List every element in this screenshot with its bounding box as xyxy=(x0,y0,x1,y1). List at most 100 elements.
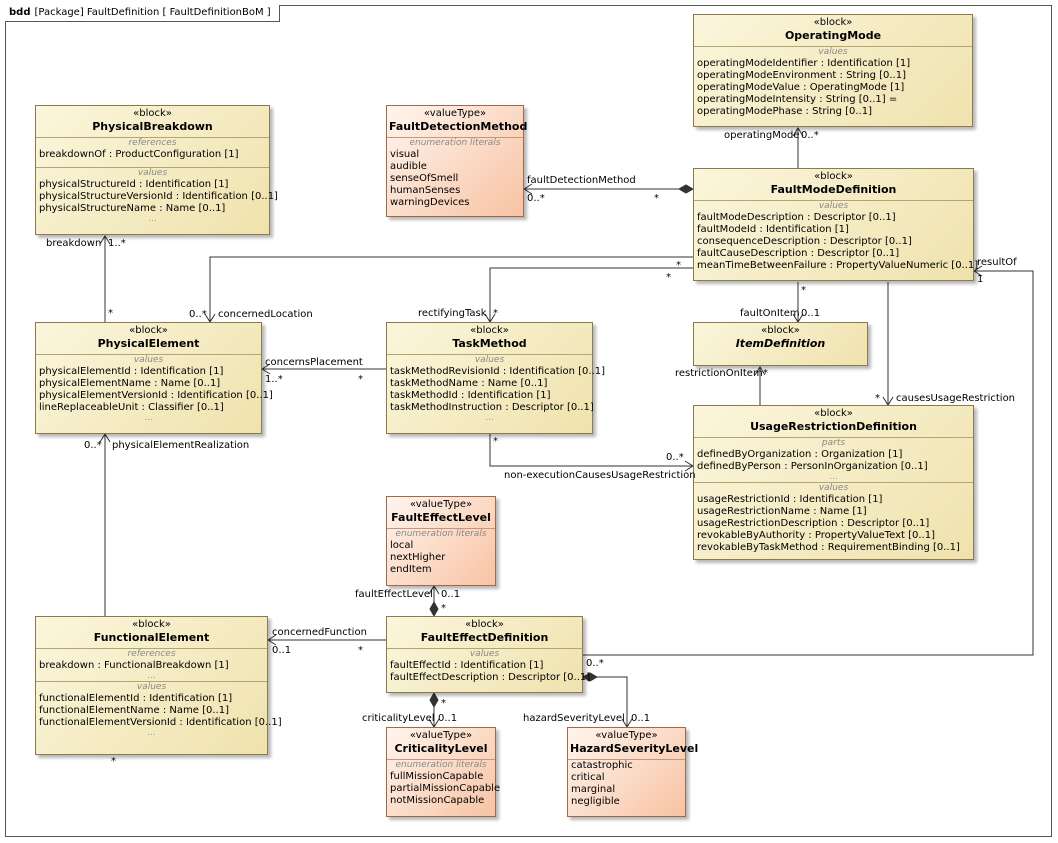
property-row: physicalStructureVersionId : Identificat… xyxy=(39,191,278,202)
property-name: usageRestrictionDescription xyxy=(697,518,838,529)
block-name: CriticalityLevel xyxy=(394,742,488,755)
property-row: operatingModeIntensity : String [0..1] = xyxy=(697,94,898,105)
property-name: operatingModeEnvironment xyxy=(697,70,837,81)
property-name: definedByOrganization xyxy=(697,449,812,460)
property-name: consequenceDescription xyxy=(697,236,821,247)
compartment-title: enumeration literals xyxy=(409,138,501,148)
role-hazard-severity-level: hazardSeverityLevel xyxy=(523,713,625,724)
property-row: usageRestrictionId : Identification [1] xyxy=(697,494,883,505)
composite-diamond xyxy=(581,672,599,682)
multiplicity: * xyxy=(493,308,498,319)
multiplicity: * xyxy=(763,368,768,379)
stereotype: «block» xyxy=(761,325,800,336)
multiplicity: * xyxy=(654,193,659,204)
property-row: physicalStructureName : Name [0..1] xyxy=(39,203,226,214)
compartment-values: values taskMethodRevisionId : Identifica… xyxy=(387,354,605,423)
block-task-method[interactable]: «block»TaskMethod values taskMethodRevis… xyxy=(386,322,605,434)
block-item-definition[interactable]: «block»ItemDefinition xyxy=(693,322,868,366)
compartment-title: enumeration literals xyxy=(395,760,487,770)
property-type: Descriptor [0..1] xyxy=(829,236,912,247)
property-row: taskMethodInstruction : Descriptor [0..1… xyxy=(390,402,594,413)
property-name: breakdown xyxy=(39,660,95,671)
property-row: usageRestrictionName : Name [1] xyxy=(697,506,867,517)
property-name: operatingModeIdentifier xyxy=(697,58,818,69)
role-fault-detection-method: faultDetectionMethod xyxy=(527,175,636,186)
valuetype-criticality-level[interactable]: «valueType»CriticalityLevel enumeration … xyxy=(386,727,501,817)
assoc-non-execution xyxy=(489,434,693,467)
composite-diamond xyxy=(429,691,439,709)
role-physical-element-realization: physicalElementRealization xyxy=(112,440,250,451)
block-name: FaultEffectLevel xyxy=(391,511,491,524)
property-name: meanTimeBetweenFailure xyxy=(697,260,827,271)
compartment-enumeration-literals: enumeration literals visual audible sens… xyxy=(387,137,523,209)
block-name: FaultDetectionMethod xyxy=(389,120,528,133)
property-name: lineReplaceableUnit xyxy=(39,402,139,413)
role-criticality-level: criticalityLevel xyxy=(362,713,435,724)
property-type: Organization [1] xyxy=(821,449,903,460)
property-name: faultModeDescription xyxy=(697,212,804,223)
property-name: operatingModeValue xyxy=(697,82,800,93)
property-row: definedByOrganization : Organization [1] xyxy=(697,449,903,460)
block-name: TaskMethod xyxy=(452,337,527,350)
property-name: faultCauseDescription xyxy=(697,248,808,259)
multiplicity: * xyxy=(108,308,113,319)
block-fault-effect-definition[interactable]: «block»FaultEffectDefinition values faul… xyxy=(386,616,590,693)
stereotype: «block» xyxy=(813,17,853,28)
compartment-enumeration-literals: catastrophic critical marginal negligibl… xyxy=(568,759,685,808)
property-row: physicalElementId : Identification [1] xyxy=(39,366,224,377)
compartment-enumeration-literals: enumeration literals local nextHigher en… xyxy=(387,528,495,576)
property-name: faultModeId xyxy=(697,224,757,235)
enum-literal: marginal xyxy=(571,784,616,795)
property-type: Identification [1] xyxy=(827,58,911,69)
multiplicity: 0..* xyxy=(666,452,684,463)
block-functional-element[interactable]: «block»FunctionalElement references brea… xyxy=(35,616,282,755)
property-name: taskMethodName xyxy=(390,378,479,389)
enum-literal: partialMissionCapable xyxy=(390,783,501,794)
property-row: taskMethodName : Name [0..1] xyxy=(390,378,548,389)
role-fault-on-item: faultOnItem xyxy=(740,308,800,319)
arrowhead xyxy=(754,366,766,376)
block-usage-restriction-definition[interactable]: «block»UsageRestrictionDefinition parts … xyxy=(693,405,974,560)
property-row: physicalElementName : Name [0..1] xyxy=(39,378,221,389)
property-name: physicalStructureVersionId xyxy=(39,191,173,202)
arrowhead xyxy=(428,585,440,595)
multiplicity: * xyxy=(111,756,116,767)
property-name: functionalElementVersionId xyxy=(39,717,177,728)
property-name: faultEffectId xyxy=(390,660,451,671)
role-causes-usage-restriction: causesUsageRestriction xyxy=(896,393,1016,404)
compartment-title: values xyxy=(136,682,167,692)
block-fault-mode-definition[interactable]: «block»FaultModeDefinition values faultM… xyxy=(693,168,979,281)
property-name: operatingModeIntensity xyxy=(697,94,817,105)
property-type: Identification [1] xyxy=(140,366,224,377)
block-physical-breakdown[interactable]: «block»PhysicalBreakdown references brea… xyxy=(35,105,278,235)
enum-literal: warningDevices xyxy=(390,197,470,208)
valuetype-fault-effect-level[interactable]: «valueType»FaultEffectLevel enumeration … xyxy=(386,496,496,586)
compartment-values: values functionalElementId : Identificat… xyxy=(36,681,282,738)
stereotype: «block» xyxy=(814,171,853,182)
valuetype-hazard-severity-level[interactable]: «valueType»HazardSeverityLevel catastrop… xyxy=(567,727,698,817)
multiplicity: * xyxy=(358,374,363,385)
block-physical-element[interactable]: «block»PhysicalElement values physicalEl… xyxy=(35,322,273,434)
property-name: physicalElementVersionId xyxy=(39,390,168,401)
block-operating-mode[interactable]: «block»OperatingMode values operatingMod… xyxy=(693,14,973,127)
arrowhead xyxy=(261,363,271,375)
property-type: String [0..1] = xyxy=(825,94,898,105)
property-type: Identification [1] xyxy=(145,179,229,190)
composite-diamond xyxy=(429,600,439,618)
valuetype-fault-detection-method[interactable]: «valueType»FaultDetectionMethod enumerat… xyxy=(386,105,528,217)
property-type: Descriptor [0..1] xyxy=(817,248,900,259)
compartment-title: values xyxy=(474,355,505,365)
role-restriction-on-item: restrictionOnItem xyxy=(675,368,763,379)
property-row: faultCauseDescription : Descriptor [0..1… xyxy=(697,248,900,259)
property-name: physicalStructureName xyxy=(39,203,157,214)
more-indicator: ... xyxy=(147,671,156,681)
property-type: Identification [1] xyxy=(765,224,849,235)
enum-literal: fullMissionCapable xyxy=(390,771,484,782)
property-type: Identification [1] xyxy=(799,494,883,505)
property-type: Name [1] xyxy=(819,506,867,517)
multiplicity: * xyxy=(441,603,446,614)
compartment-values: values physicalElementId : Identificatio… xyxy=(36,354,273,423)
property-row: meanTimeBetweenFailure : PropertyValueNu… xyxy=(697,260,979,271)
stereotype: «valueType» xyxy=(423,108,487,119)
multiplicity: 0..1 xyxy=(438,713,458,724)
